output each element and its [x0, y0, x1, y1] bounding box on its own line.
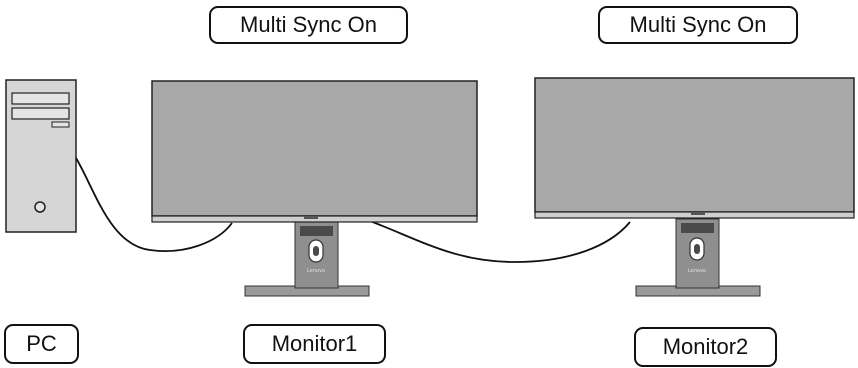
- multi-sync-label-monitor2: Multi Sync On: [598, 6, 798, 44]
- pc-tower: [5, 79, 77, 233]
- multi-sync-label-monitor1: Multi Sync On: [209, 6, 408, 44]
- cable-monitor1-to-monitor2: [369, 220, 631, 263]
- monitor2: Lenovo: [534, 77, 855, 297]
- cable-pc-to-monitor1: [75, 157, 233, 252]
- monitor2-label: Monitor2: [634, 327, 777, 367]
- monitor1: Lenovo: [151, 80, 478, 297]
- stand-brand-text: Lenovo: [307, 268, 325, 274]
- monitor1-label: Monitor1: [243, 324, 386, 364]
- pc-label: PC: [4, 324, 79, 364]
- stand-brand-text: Lenovo: [688, 268, 706, 274]
